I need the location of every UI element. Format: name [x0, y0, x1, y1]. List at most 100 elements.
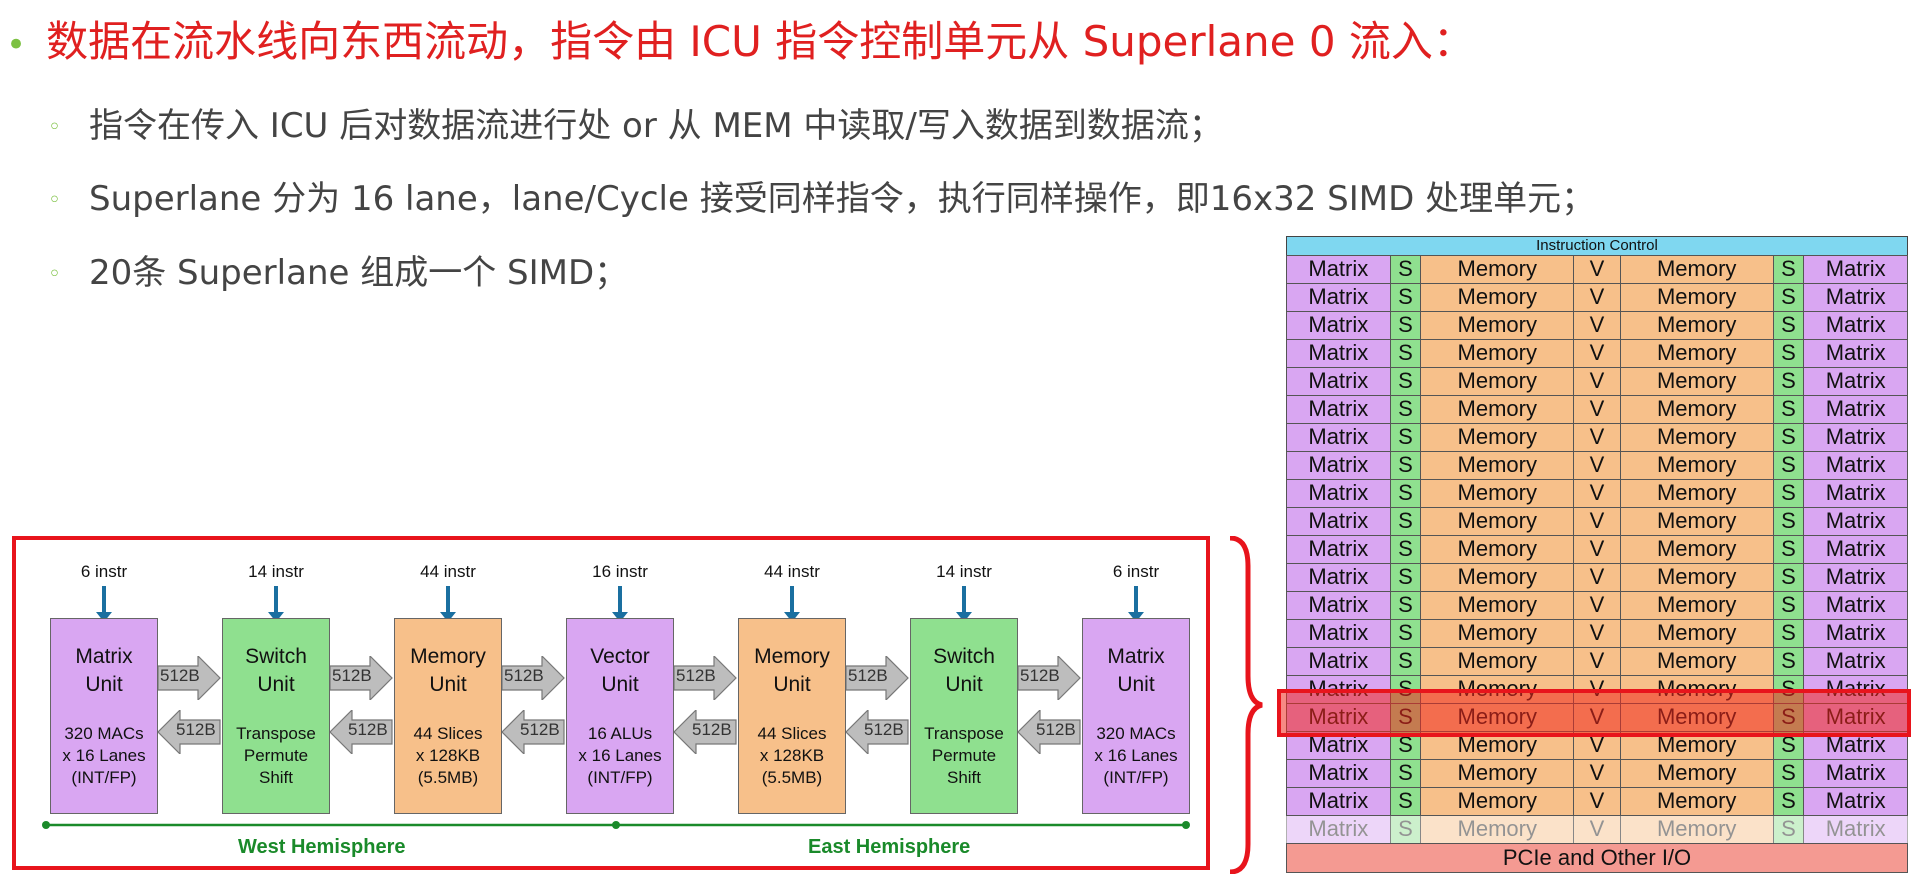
superlane-cell: Memory	[1619, 759, 1774, 788]
bus-width-label: 512B	[504, 666, 544, 685]
superlane-cell: S	[1389, 535, 1422, 564]
superlane-cell: Matrix	[1286, 451, 1391, 480]
superlane-cell: Matrix	[1803, 395, 1908, 424]
headline-text: 数据在流水线向东西流动，指令由 ICU 指令控制单元从 Superlane 0 …	[46, 17, 1475, 66]
headline: • 数据在流水线向东西流动，指令由 ICU 指令控制单元从 Superlane 0…	[0, 8, 1475, 69]
superlane-cell: V	[1573, 619, 1621, 648]
superlane-cell: S	[1772, 507, 1805, 536]
superlane-cell: S	[1772, 787, 1805, 816]
superlane-cell: S	[1772, 759, 1805, 788]
superlane-cell: Matrix	[1286, 479, 1391, 508]
superlane-cell: S	[1772, 367, 1805, 396]
superlane-cell: Matrix	[1286, 815, 1391, 844]
superlane-cell: Memory	[1619, 787, 1774, 816]
bus-width-label: 512B	[864, 720, 904, 739]
down-arrow-icon	[440, 586, 456, 622]
superlane-cell: S	[1772, 563, 1805, 592]
west-arrow-icon	[1018, 710, 1081, 754]
down-arrow-icon	[96, 586, 112, 622]
brace-icon	[1229, 536, 1263, 874]
east-arrow-icon	[846, 656, 909, 700]
superlane-cell: V	[1573, 815, 1621, 844]
superlane-cell: V	[1573, 479, 1621, 508]
superlane-cell: S	[1389, 339, 1422, 368]
bus-width-label: 512B	[348, 720, 388, 739]
superlane-cell: Matrix	[1803, 479, 1908, 508]
superlane-cell: Memory	[1619, 815, 1774, 844]
instr-count-label: 6 instr	[1112, 562, 1160, 581]
superlane-cell: Memory	[1619, 619, 1774, 648]
superlane-cell: S	[1389, 255, 1422, 284]
east-arrow-icon	[1018, 656, 1081, 700]
superlane-cell: Matrix	[1803, 591, 1908, 620]
bullet-2: ◦Superlane 分为 16 lane，lane/Cycle 接受同样指令，…	[48, 179, 1596, 219]
superlane-cell: Memory	[1420, 367, 1575, 396]
instr-count-label: 44 instr	[420, 562, 476, 581]
superlane-cell: Matrix	[1803, 255, 1908, 284]
superlane-cell: Memory	[1420, 339, 1575, 368]
superlane-cell: Memory	[1420, 759, 1575, 788]
superlane-cell: S	[1772, 479, 1805, 508]
east-arrow-icon	[158, 656, 221, 700]
superlane-cell: V	[1573, 395, 1621, 424]
superlane-cell: V	[1573, 535, 1621, 564]
superlane-cell: S	[1772, 535, 1805, 564]
bus-width-label: 512B	[692, 720, 732, 739]
hemisphere-divider	[42, 821, 1190, 829]
superlane-cell: V	[1573, 283, 1621, 312]
superlane-cell: S	[1389, 507, 1422, 536]
superlane-cell: Matrix	[1286, 535, 1391, 564]
bus-width-label: 512B	[848, 666, 888, 685]
pcie-io-footer: PCIe and Other I/O	[1286, 843, 1908, 873]
superlane-cell: Memory	[1619, 507, 1774, 536]
bullet-3: ◦20条 Superlane 组成一个 SIMD；	[48, 253, 629, 293]
superlane-cell: Matrix	[1286, 367, 1391, 396]
ring-bullet-icon: ◦	[48, 188, 61, 213]
superlane-cell: Memory	[1619, 367, 1774, 396]
east-arrow-icon	[674, 656, 737, 700]
bullet-dot-icon: •	[6, 24, 27, 65]
superlane-cell: V	[1573, 311, 1621, 340]
superlane-cell: Matrix	[1803, 507, 1908, 536]
superlane-cell: S	[1389, 423, 1422, 452]
superlane-cell: V	[1573, 255, 1621, 284]
superlane-cell: S	[1389, 311, 1422, 340]
superlane-cell: S	[1772, 647, 1805, 676]
superlane-cell: Matrix	[1286, 395, 1391, 424]
superlane-cell: V	[1573, 563, 1621, 592]
superlane-cell: Memory	[1420, 563, 1575, 592]
superlane-cell: S	[1772, 311, 1805, 340]
superlane-cell: V	[1573, 647, 1621, 676]
superlane-cell: Memory	[1420, 255, 1575, 284]
superlane-cell: S	[1772, 255, 1805, 284]
instr-count-label: 44 instr	[764, 562, 820, 581]
west-arrow-icon	[846, 710, 909, 754]
superlane-cell: Memory	[1420, 423, 1575, 452]
superlane-cell: Matrix	[1286, 507, 1391, 536]
superlane-cell: Matrix	[1803, 423, 1908, 452]
superlane-cell: Memory	[1420, 591, 1575, 620]
superlane-cell: Memory	[1619, 339, 1774, 368]
superlane-cell: Memory	[1619, 647, 1774, 676]
superlane-cell: V	[1573, 423, 1621, 452]
